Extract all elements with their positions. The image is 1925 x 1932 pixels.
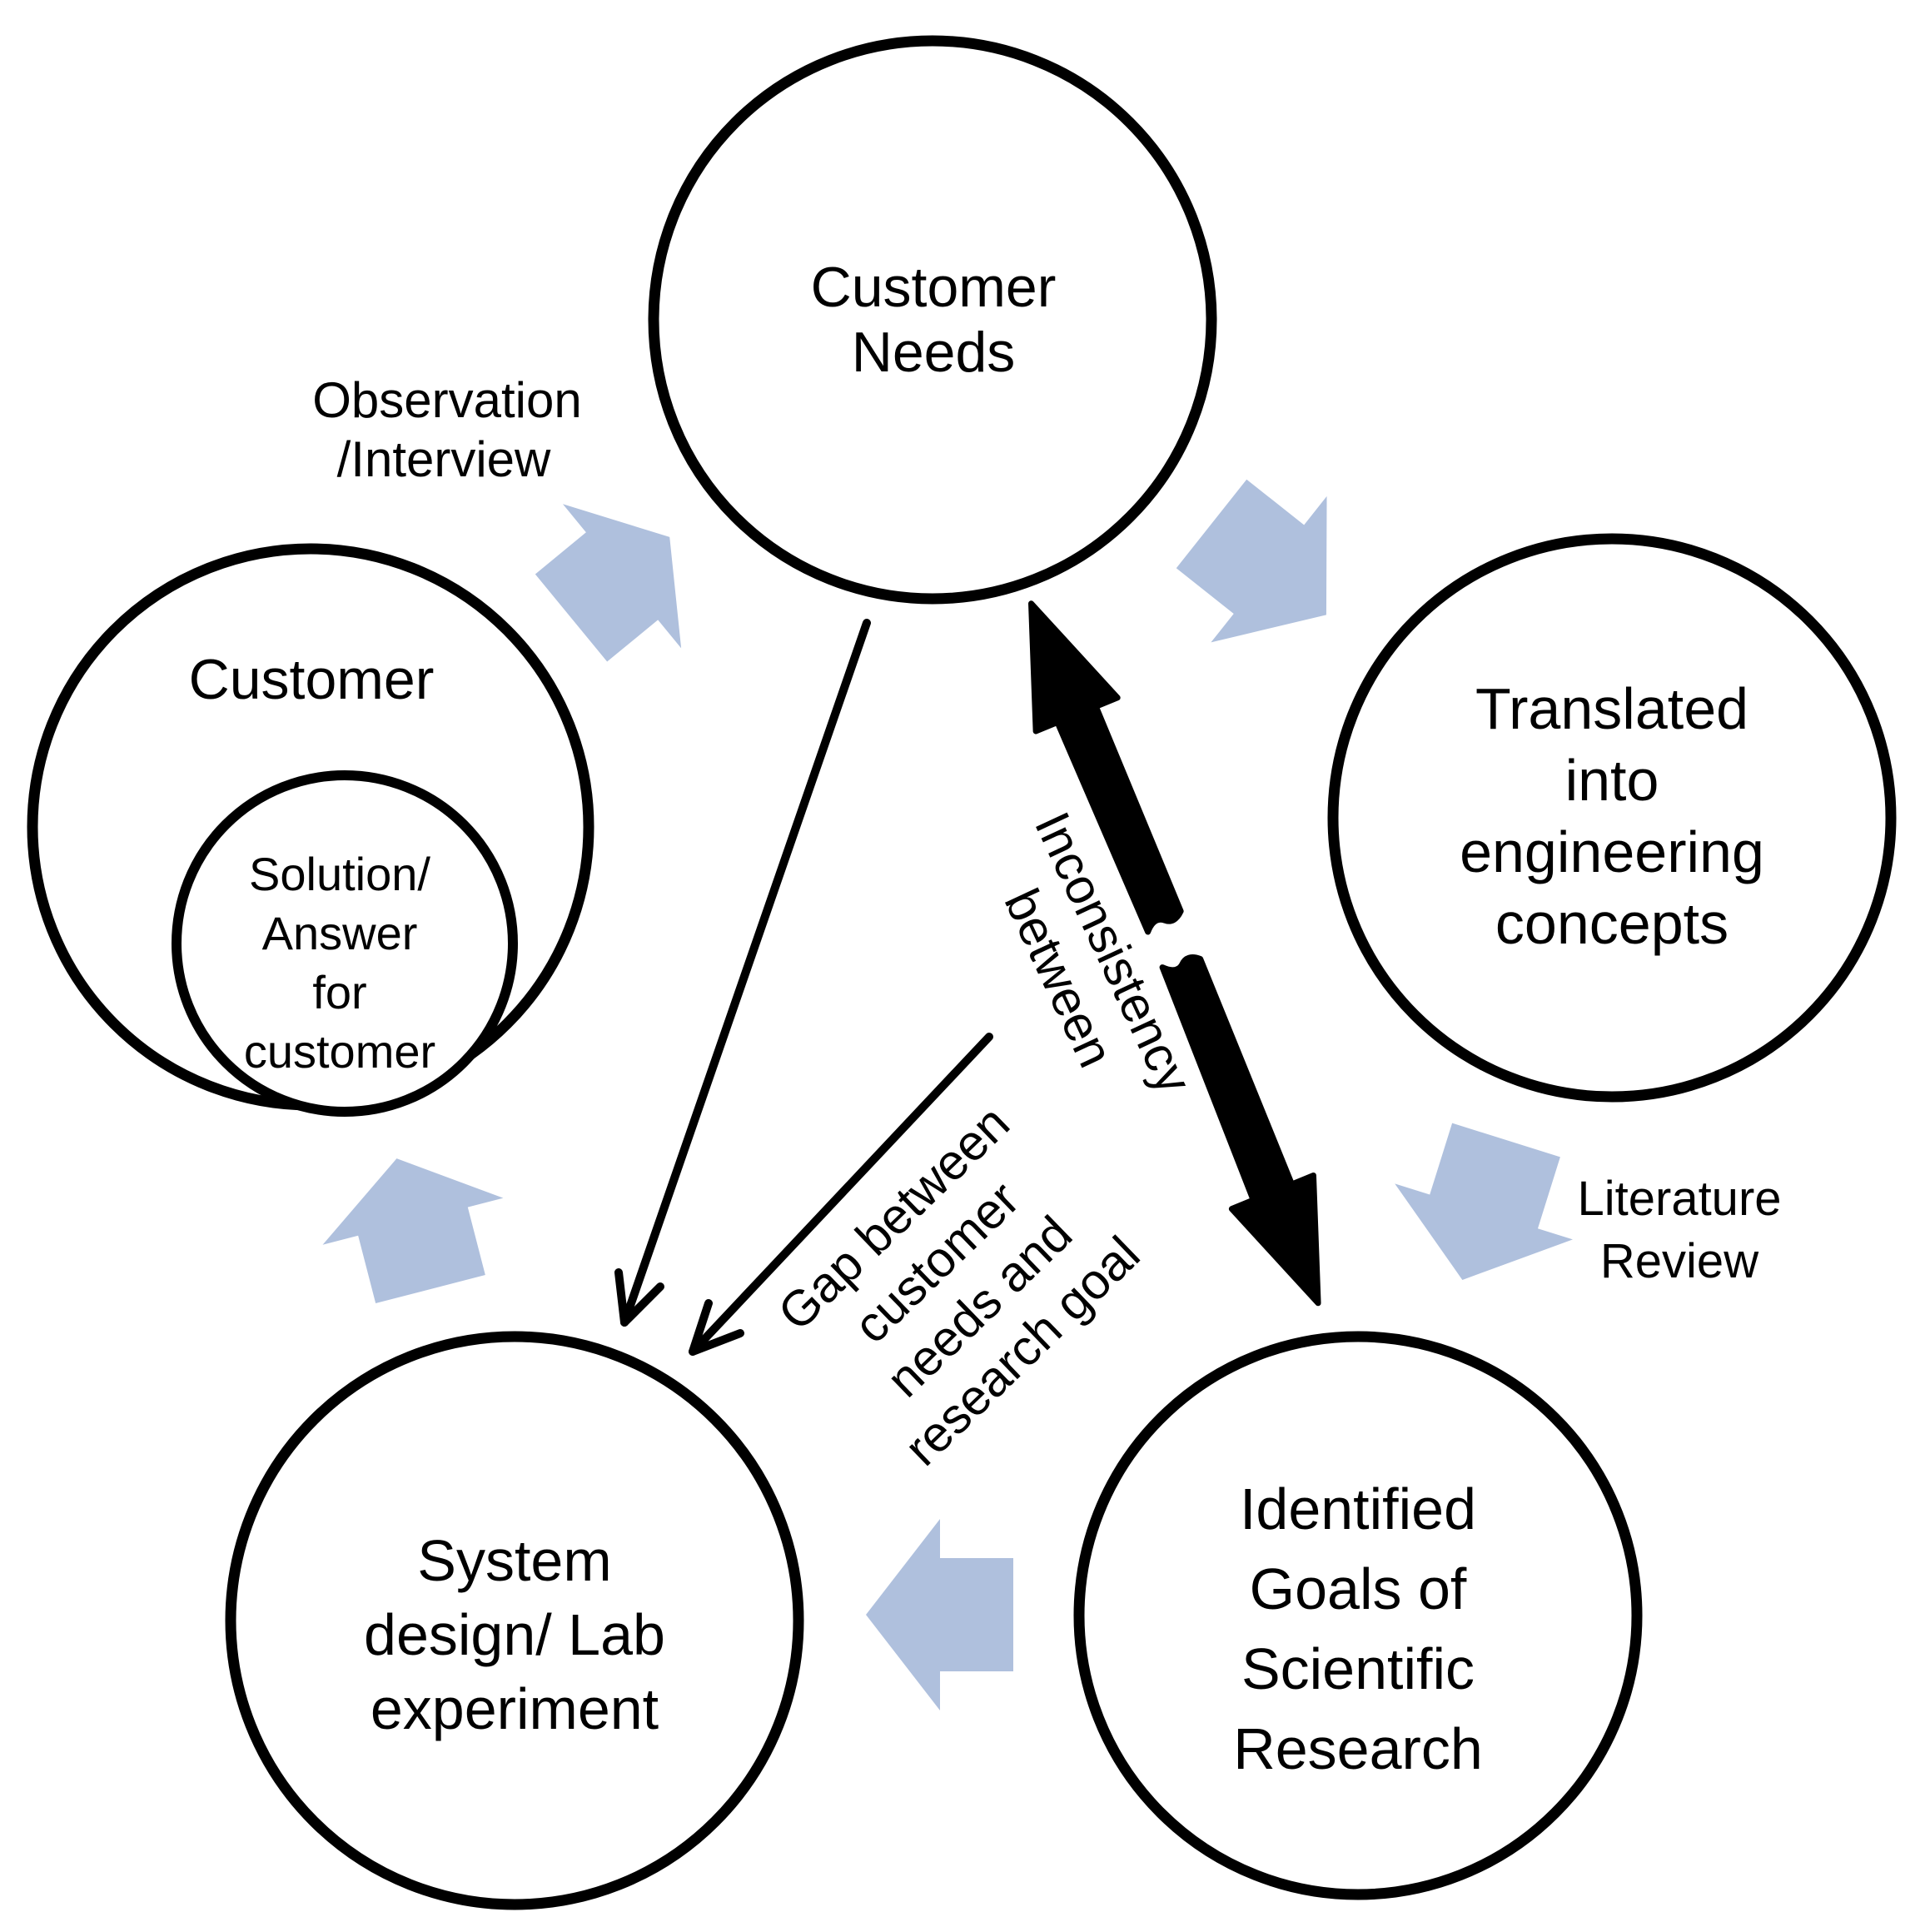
- svg-text:Observation/Interview: Observation/Interview: [312, 372, 582, 487]
- svg-text:Customer: Customer: [189, 648, 435, 711]
- svg-text:Inconsistencybetween: Inconsistencybetween: [970, 804, 1203, 1127]
- svg-text:Gap betweencustomerneeds andre: Gap betweencustomerneeds andresearch goa…: [765, 1093, 1150, 1476]
